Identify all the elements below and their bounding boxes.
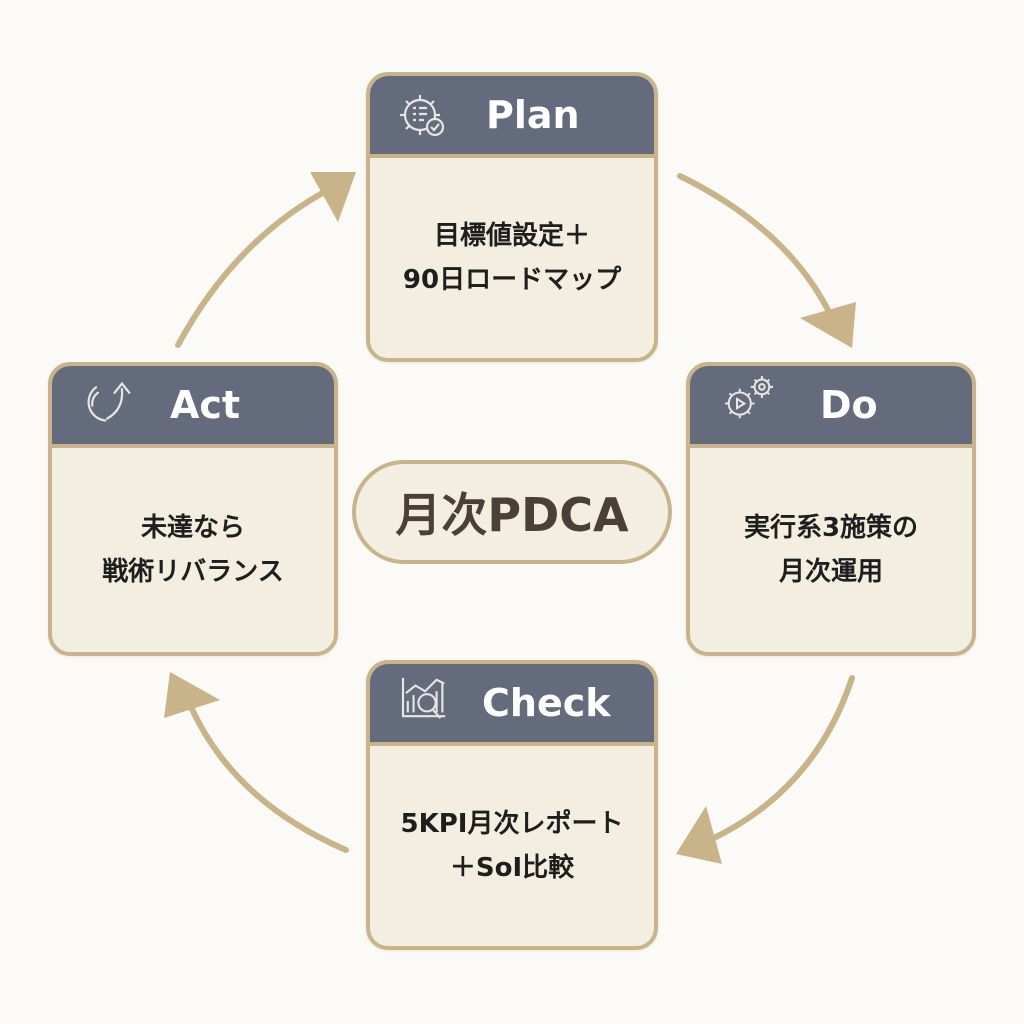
arrowhead-plan [310, 172, 356, 222]
card-act: Act 未達なら 戦術リバランス [48, 362, 338, 656]
card-plan-line-1: 目標値設定＋ [433, 221, 590, 251]
card-check-body: 5KPI月次レポート ＋SoI比較 [370, 746, 654, 946]
card-do-body: 実行系3施策の 月次運用 [690, 448, 972, 652]
card-act-body: 未達なら 戦術リバランス [52, 448, 334, 652]
card-do-line-2: 月次運用 [778, 557, 883, 587]
card-plan-body: 目標値設定＋ 90日ロードマップ [370, 158, 654, 358]
card-plan-title: Plan [486, 93, 580, 137]
arrowhead-act [164, 672, 220, 718]
card-check-line-2: ＋SoI比較 [449, 853, 575, 883]
card-check-title: Check [482, 681, 611, 725]
card-check: Check 5KPI月次レポート ＋SoI比較 [366, 660, 658, 950]
arrowhead-do [800, 302, 856, 348]
gear-checklist-icon [400, 95, 445, 137]
arrow-plan-to-do [677, 173, 835, 321]
card-act-title: Act [170, 383, 241, 427]
card-check-line-1: 5KPI月次レポート [400, 809, 624, 839]
card-do-title: Do [820, 383, 878, 427]
card-act-line-2: 戦術リバランス [102, 557, 284, 587]
center-label: 月次PDCA [352, 460, 672, 564]
card-check-header: Check [370, 664, 654, 746]
card-do: Do 実行系3施策の 月次運用 [686, 362, 976, 656]
card-do-header: Do [690, 366, 972, 448]
arrowhead-check [676, 806, 722, 864]
card-plan-line-2: 90日ロードマップ [402, 265, 622, 295]
card-do-line-1: 実行系3施策の [743, 513, 919, 543]
arrow-act-to-plan [175, 187, 331, 348]
arrow-check-to-act [185, 697, 349, 853]
card-act-line-1: 未達なら [140, 513, 245, 543]
card-plan-header: Plan [370, 76, 654, 158]
arrow-do-to-check [707, 675, 855, 843]
card-plan: Plan 目標値設定＋ 90日ロードマップ [366, 72, 658, 362]
gears-play-icon [725, 375, 773, 419]
cycle-arrow-icon [87, 381, 131, 422]
card-act-header: Act [52, 366, 334, 448]
chart-magnifier-icon [401, 677, 446, 719]
